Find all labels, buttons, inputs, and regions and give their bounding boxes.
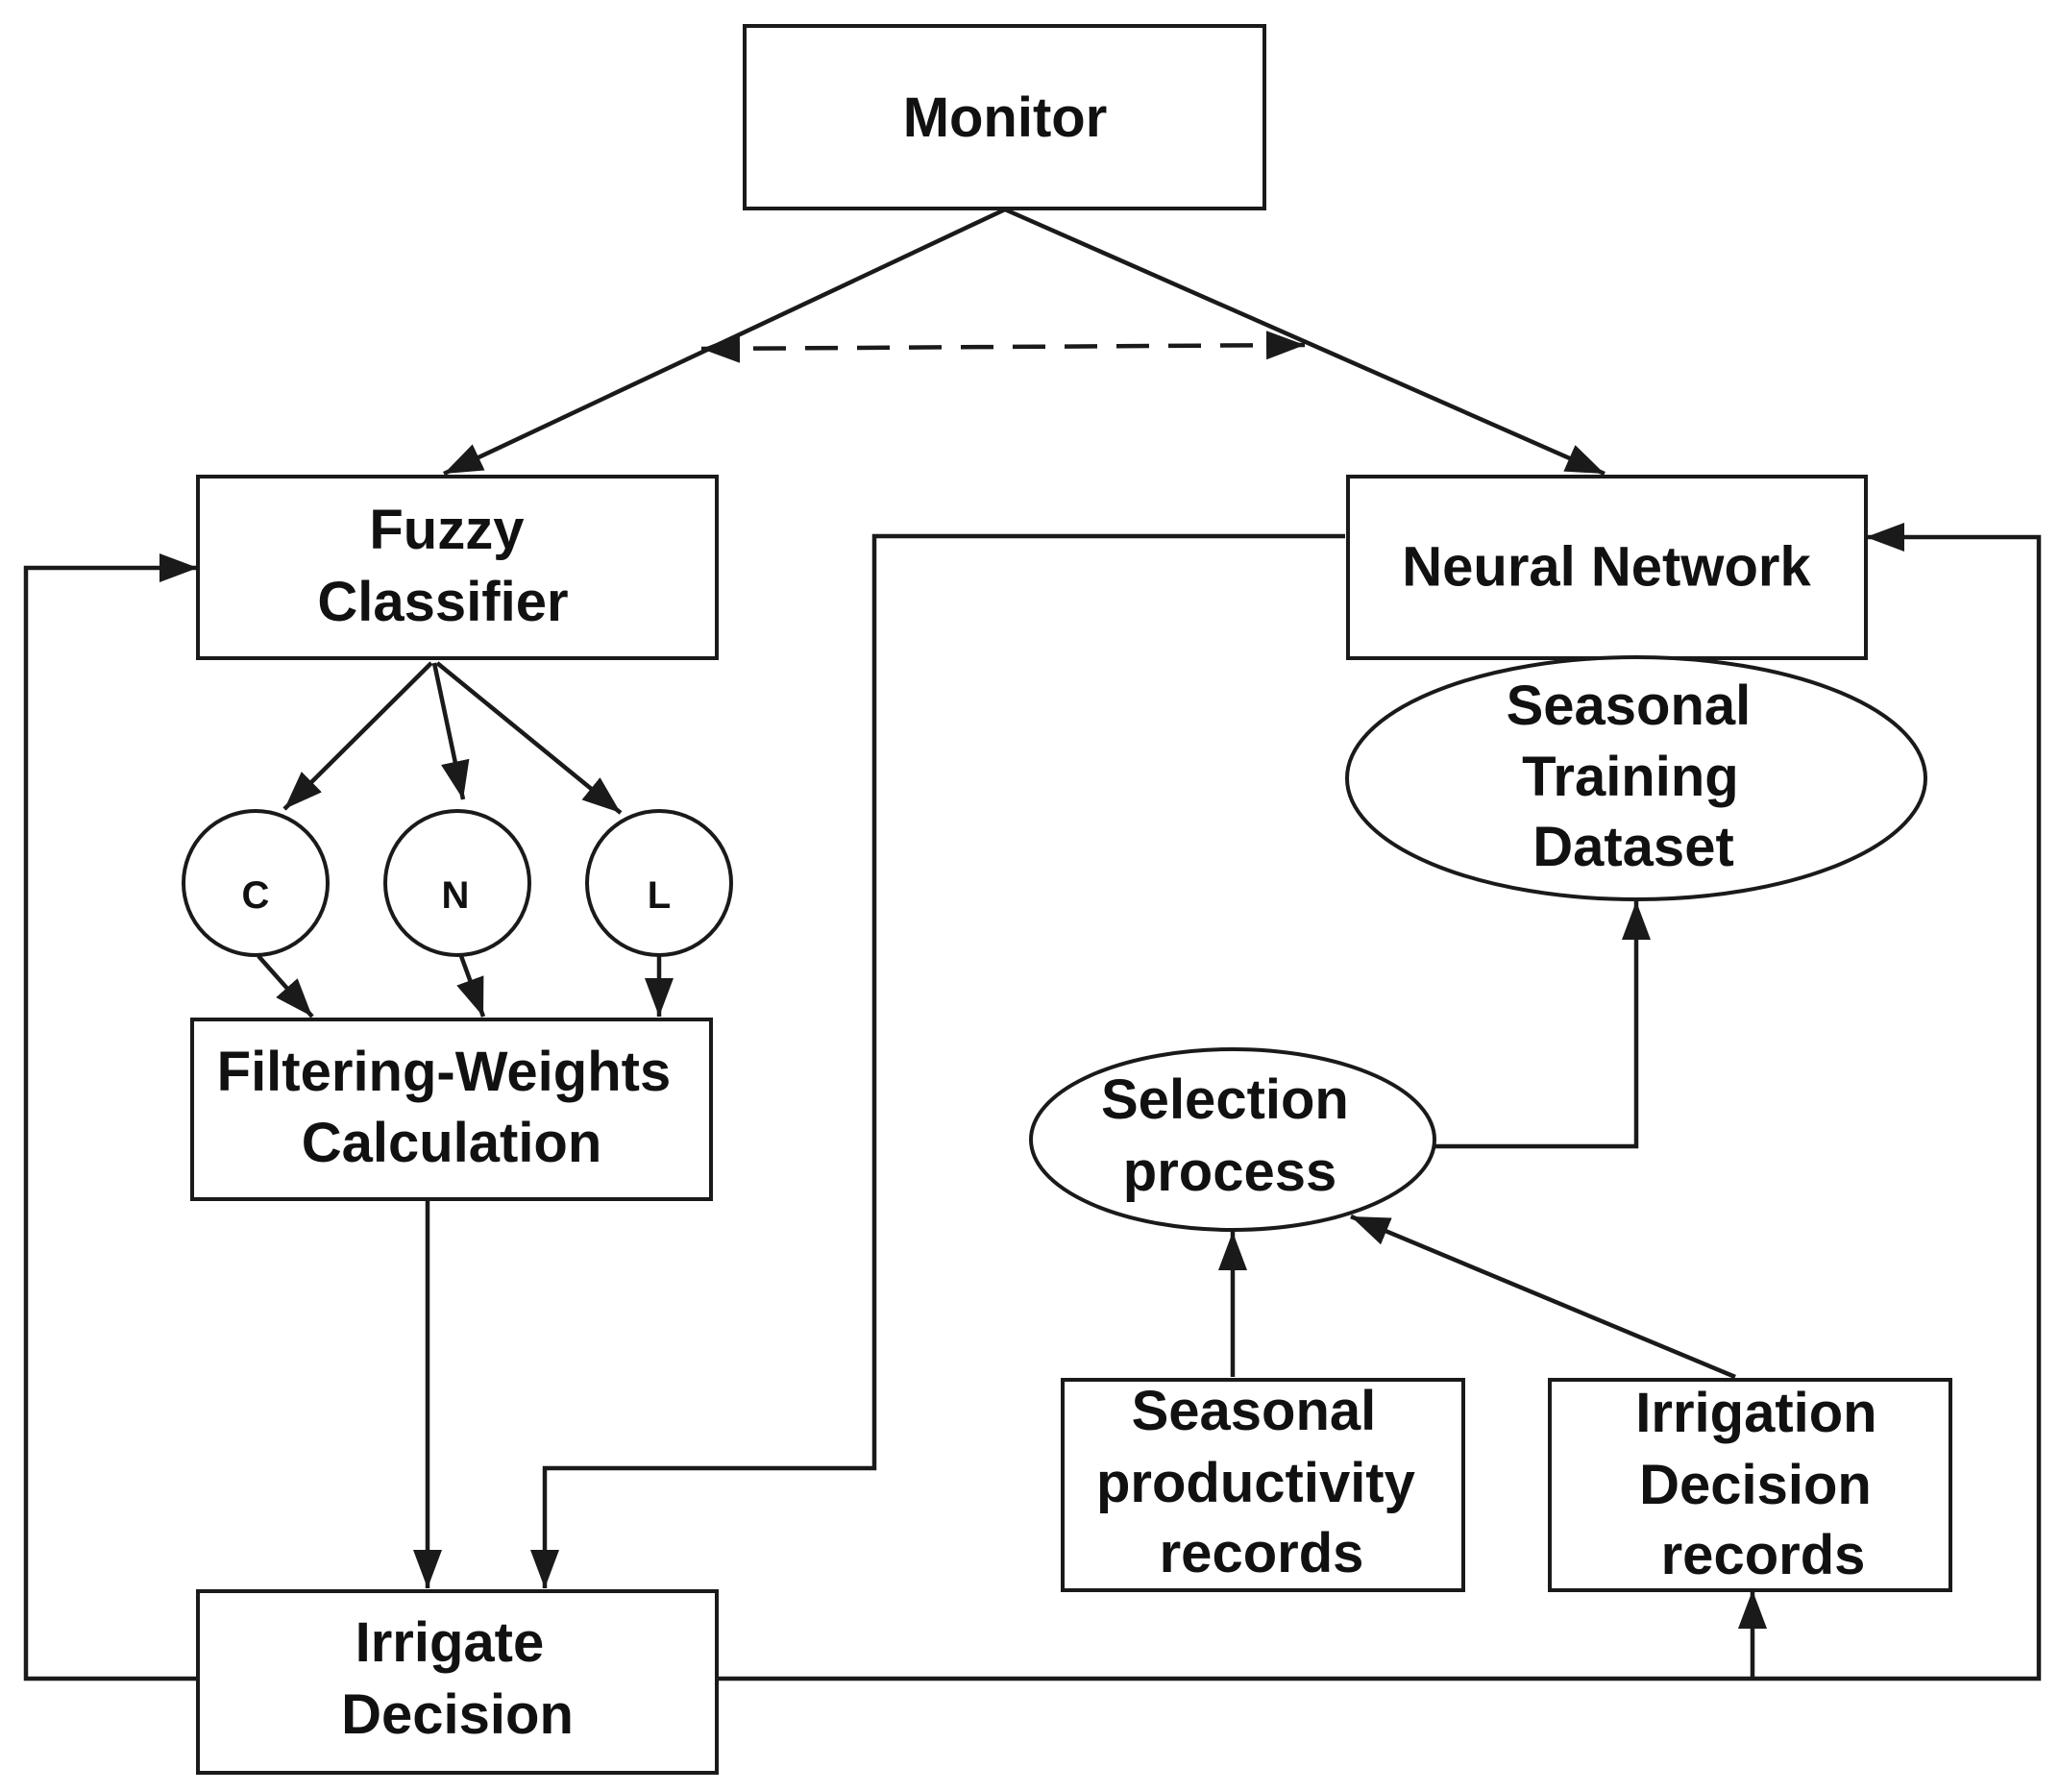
svg-text:Irrigation Decision: Irrigation Decision records: [1635, 1382, 1892, 1586]
edge-irrigate-to-neural-feedback: [717, 523, 2042, 1682]
edge-irrigate-to-fuzzy-feedback: [23, 553, 198, 1682]
training-dataset-label-line2: Training: [1522, 746, 1739, 808]
class-c-label: C: [242, 874, 270, 917]
irrigate-decision-label-line1: Irrigate: [355, 1611, 545, 1674]
edge-fuzzy-to-n: [431, 662, 470, 800]
edge-fuzzy-to-l: [435, 661, 623, 815]
node-selection-process: Selection process: [1029, 1047, 1436, 1232]
connectors: [23, 207, 2042, 1682]
edge-decision-records-to-selection: [1350, 1214, 1736, 1380]
edge-fuzzy-neural-dashed-link: [700, 331, 1306, 363]
edge-selection-to-training-dataset: [1434, 901, 1651, 1149]
fuzzy-classifier-label-line1: Fuzzy: [369, 499, 524, 561]
node-filtering-weights: Filtering-Weights Calculation: [190, 1018, 713, 1201]
node-class-n: N: [383, 809, 531, 957]
edge-fuzzy-to-c: [282, 661, 433, 811]
productivity-records-label-line2: productivity: [1096, 1452, 1415, 1514]
node-monitor: Monitor: [743, 24, 1266, 210]
irrigate-decision-label-line2: Decision: [341, 1683, 574, 1746]
filtering-weights-label-line2: Calculation: [302, 1112, 602, 1174]
selection-process-label-line2: process: [1123, 1141, 1336, 1203]
training-dataset-label-line3: Dataset: [1532, 816, 1734, 878]
svg-text:Filtering-Weights Calcul: Filtering-Weights Calculation: [217, 1041, 687, 1174]
node-class-l: L: [585, 809, 733, 957]
node-neural-network: Neural Network: [1346, 475, 1868, 660]
node-class-c: C: [182, 809, 330, 957]
node-seasonal-productivity-records: Seasonal productivity records: [1061, 1378, 1465, 1592]
fuzzy-classifier-label-line2: Classifier: [317, 571, 568, 633]
training-dataset-label-line1: Seasonal: [1507, 675, 1752, 737]
svg-text:Selection process: Selection process: [1101, 1068, 1364, 1203]
selection-process-label-line1: Selection: [1101, 1068, 1349, 1131]
decision-records-label-line3: records: [1661, 1524, 1866, 1586]
svg-text:Seasonal productivity: Seasonal productivity records: [1096, 1380, 1431, 1584]
edge-monitor-to-fuzzy-classifier: [443, 207, 1006, 477]
node-seasonal-training-dataset: Seasonal Training Dataset: [1345, 655, 1927, 901]
svg-text:Irrigate Decision: Irrigate Decision: [341, 1611, 574, 1746]
edge-n-to-filtering: [456, 955, 486, 1018]
decision-records-label-line1: Irrigation: [1635, 1382, 1876, 1444]
svg-text:Seasonal Training: Seasonal Training Dataset: [1507, 675, 1767, 878]
edge-monitor-to-neural-network: [1004, 207, 1606, 477]
productivity-records-label-line3: records: [1160, 1522, 1364, 1584]
svg-text:Fuzzy Classifier: Fuzzy Classifier: [317, 499, 568, 633]
neural-network-label: Neural Network: [1402, 536, 1811, 599]
edge-neural-to-irrigate: [530, 533, 1345, 1588]
class-l-label: L: [648, 874, 671, 917]
edge-c-to-filtering: [257, 954, 314, 1019]
node-irrigation-decision-records: Irrigation Decision records: [1548, 1378, 1952, 1592]
node-irrigate-decision: Irrigate Decision: [196, 1589, 719, 1775]
filtering-weights-label-line1: Filtering-Weights: [217, 1041, 672, 1103]
svg-text:Monitor: Monitor: [903, 86, 1108, 149]
decision-records-label-line2: Decision: [1639, 1454, 1872, 1516]
productivity-records-label-line1: Seasonal: [1132, 1380, 1377, 1442]
node-fuzzy-classifier: Fuzzy Classifier: [196, 475, 719, 660]
monitor-label: Monitor: [903, 86, 1108, 149]
class-n-label: N: [442, 874, 470, 917]
